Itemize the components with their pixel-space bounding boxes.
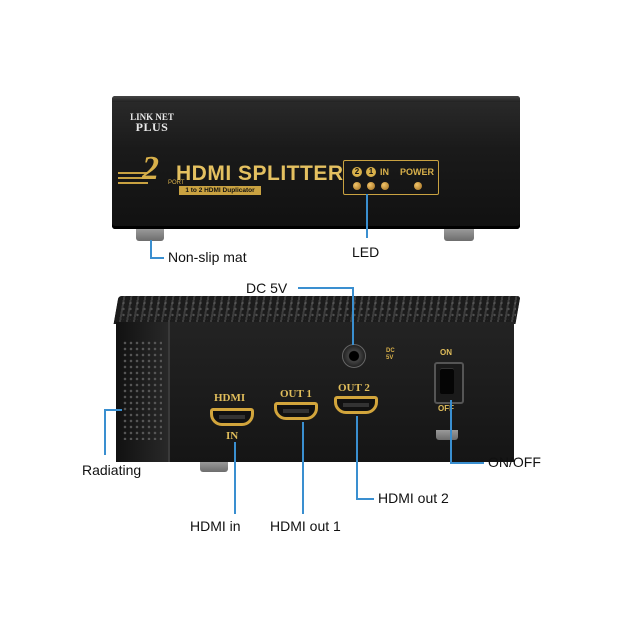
dc-5v-callout-line-h [298, 287, 354, 289]
back-right-foot [436, 430, 458, 440]
dc-jack-label-line2: 5V [386, 355, 394, 361]
brand-logo-line1: LINK NET [130, 112, 174, 122]
hdmi-out2-port [334, 396, 378, 414]
dc-5v-callout: DC 5V [246, 280, 288, 296]
front-device-top-edge [112, 96, 520, 102]
front-left-foot [136, 229, 164, 241]
device-title: HDMI SPLITTER [176, 162, 344, 185]
front-device: LINK NET PLUS 2 PORT HDMI SPLITTER 1 to … [0, 0, 640, 260]
on-off-callout-line-h [450, 462, 484, 464]
led-callout: LED [352, 244, 380, 260]
switch-off-label: OFF [438, 404, 454, 413]
radiating-callout-line-v [104, 409, 106, 455]
non-slip-mat-callout-line-h [150, 257, 164, 259]
hdmi-in-callout-line [234, 442, 236, 514]
dc-jack-label-line1: DC [386, 348, 395, 354]
back-device-top-vents [120, 300, 516, 320]
out2-port-label: OUT 2 [338, 382, 370, 394]
out1-port-label: OUT 1 [280, 388, 312, 400]
switch-on-label: ON [440, 348, 452, 357]
led-panel [343, 160, 439, 195]
dc-jack-label: DC 5V [386, 348, 395, 362]
led-dot-2 [353, 182, 361, 190]
back-left-foot [200, 462, 228, 472]
hdmi-in-port [210, 408, 254, 426]
led-power-label: POWER [400, 167, 435, 177]
radiating-callout: Radiating [82, 462, 142, 478]
hdmi-in-callout: HDMI in [190, 518, 241, 534]
led-number-2: 2 [352, 167, 362, 177]
radiating-callout-line-h [104, 409, 122, 411]
hdmi-out-2-callout: HDMI out 2 [378, 490, 449, 506]
front-device-body [112, 96, 520, 229]
brand-logo: LINK NET PLUS [128, 112, 176, 134]
on-off-callout: ON/OFF [488, 454, 541, 470]
port-count-number: 2 [142, 150, 159, 187]
hdmi-out-1-callout-line [302, 422, 304, 514]
side-vents [122, 340, 162, 440]
led-number-1: 1 [366, 167, 376, 177]
device-subtitle: 1 to 2 HDMI Duplicator [179, 186, 261, 195]
brand-logo-line2: PLUS [135, 120, 169, 134]
gold-stripes [118, 172, 148, 187]
front-right-foot [444, 229, 474, 241]
dc-power-jack [342, 344, 366, 368]
hdmi-out-2-callout-line-v [356, 416, 358, 500]
hdmi-out-2-callout-line-h [356, 498, 374, 500]
on-off-callout-line-v [450, 400, 452, 464]
dc-5v-callout-line-v [352, 287, 354, 345]
port-count-label: PORT [168, 180, 185, 186]
power-switch-rocker [440, 368, 454, 394]
led-dot-power [414, 182, 422, 190]
led-dot-in [381, 182, 389, 190]
non-slip-mat-callout: Non-slip mat [168, 249, 247, 265]
hdmi-out1-port [274, 402, 318, 420]
hdmi-out-1-callout: HDMI out 1 [270, 518, 341, 534]
led-dot-1 [367, 182, 375, 190]
led-callout-line [366, 194, 368, 238]
hdmi-in-port-label-bottom: IN [226, 430, 239, 442]
non-slip-mat-callout-line-v [150, 240, 152, 258]
led-in-label: IN [380, 167, 389, 177]
hdmi-in-port-label-top: HDMI [214, 392, 246, 404]
